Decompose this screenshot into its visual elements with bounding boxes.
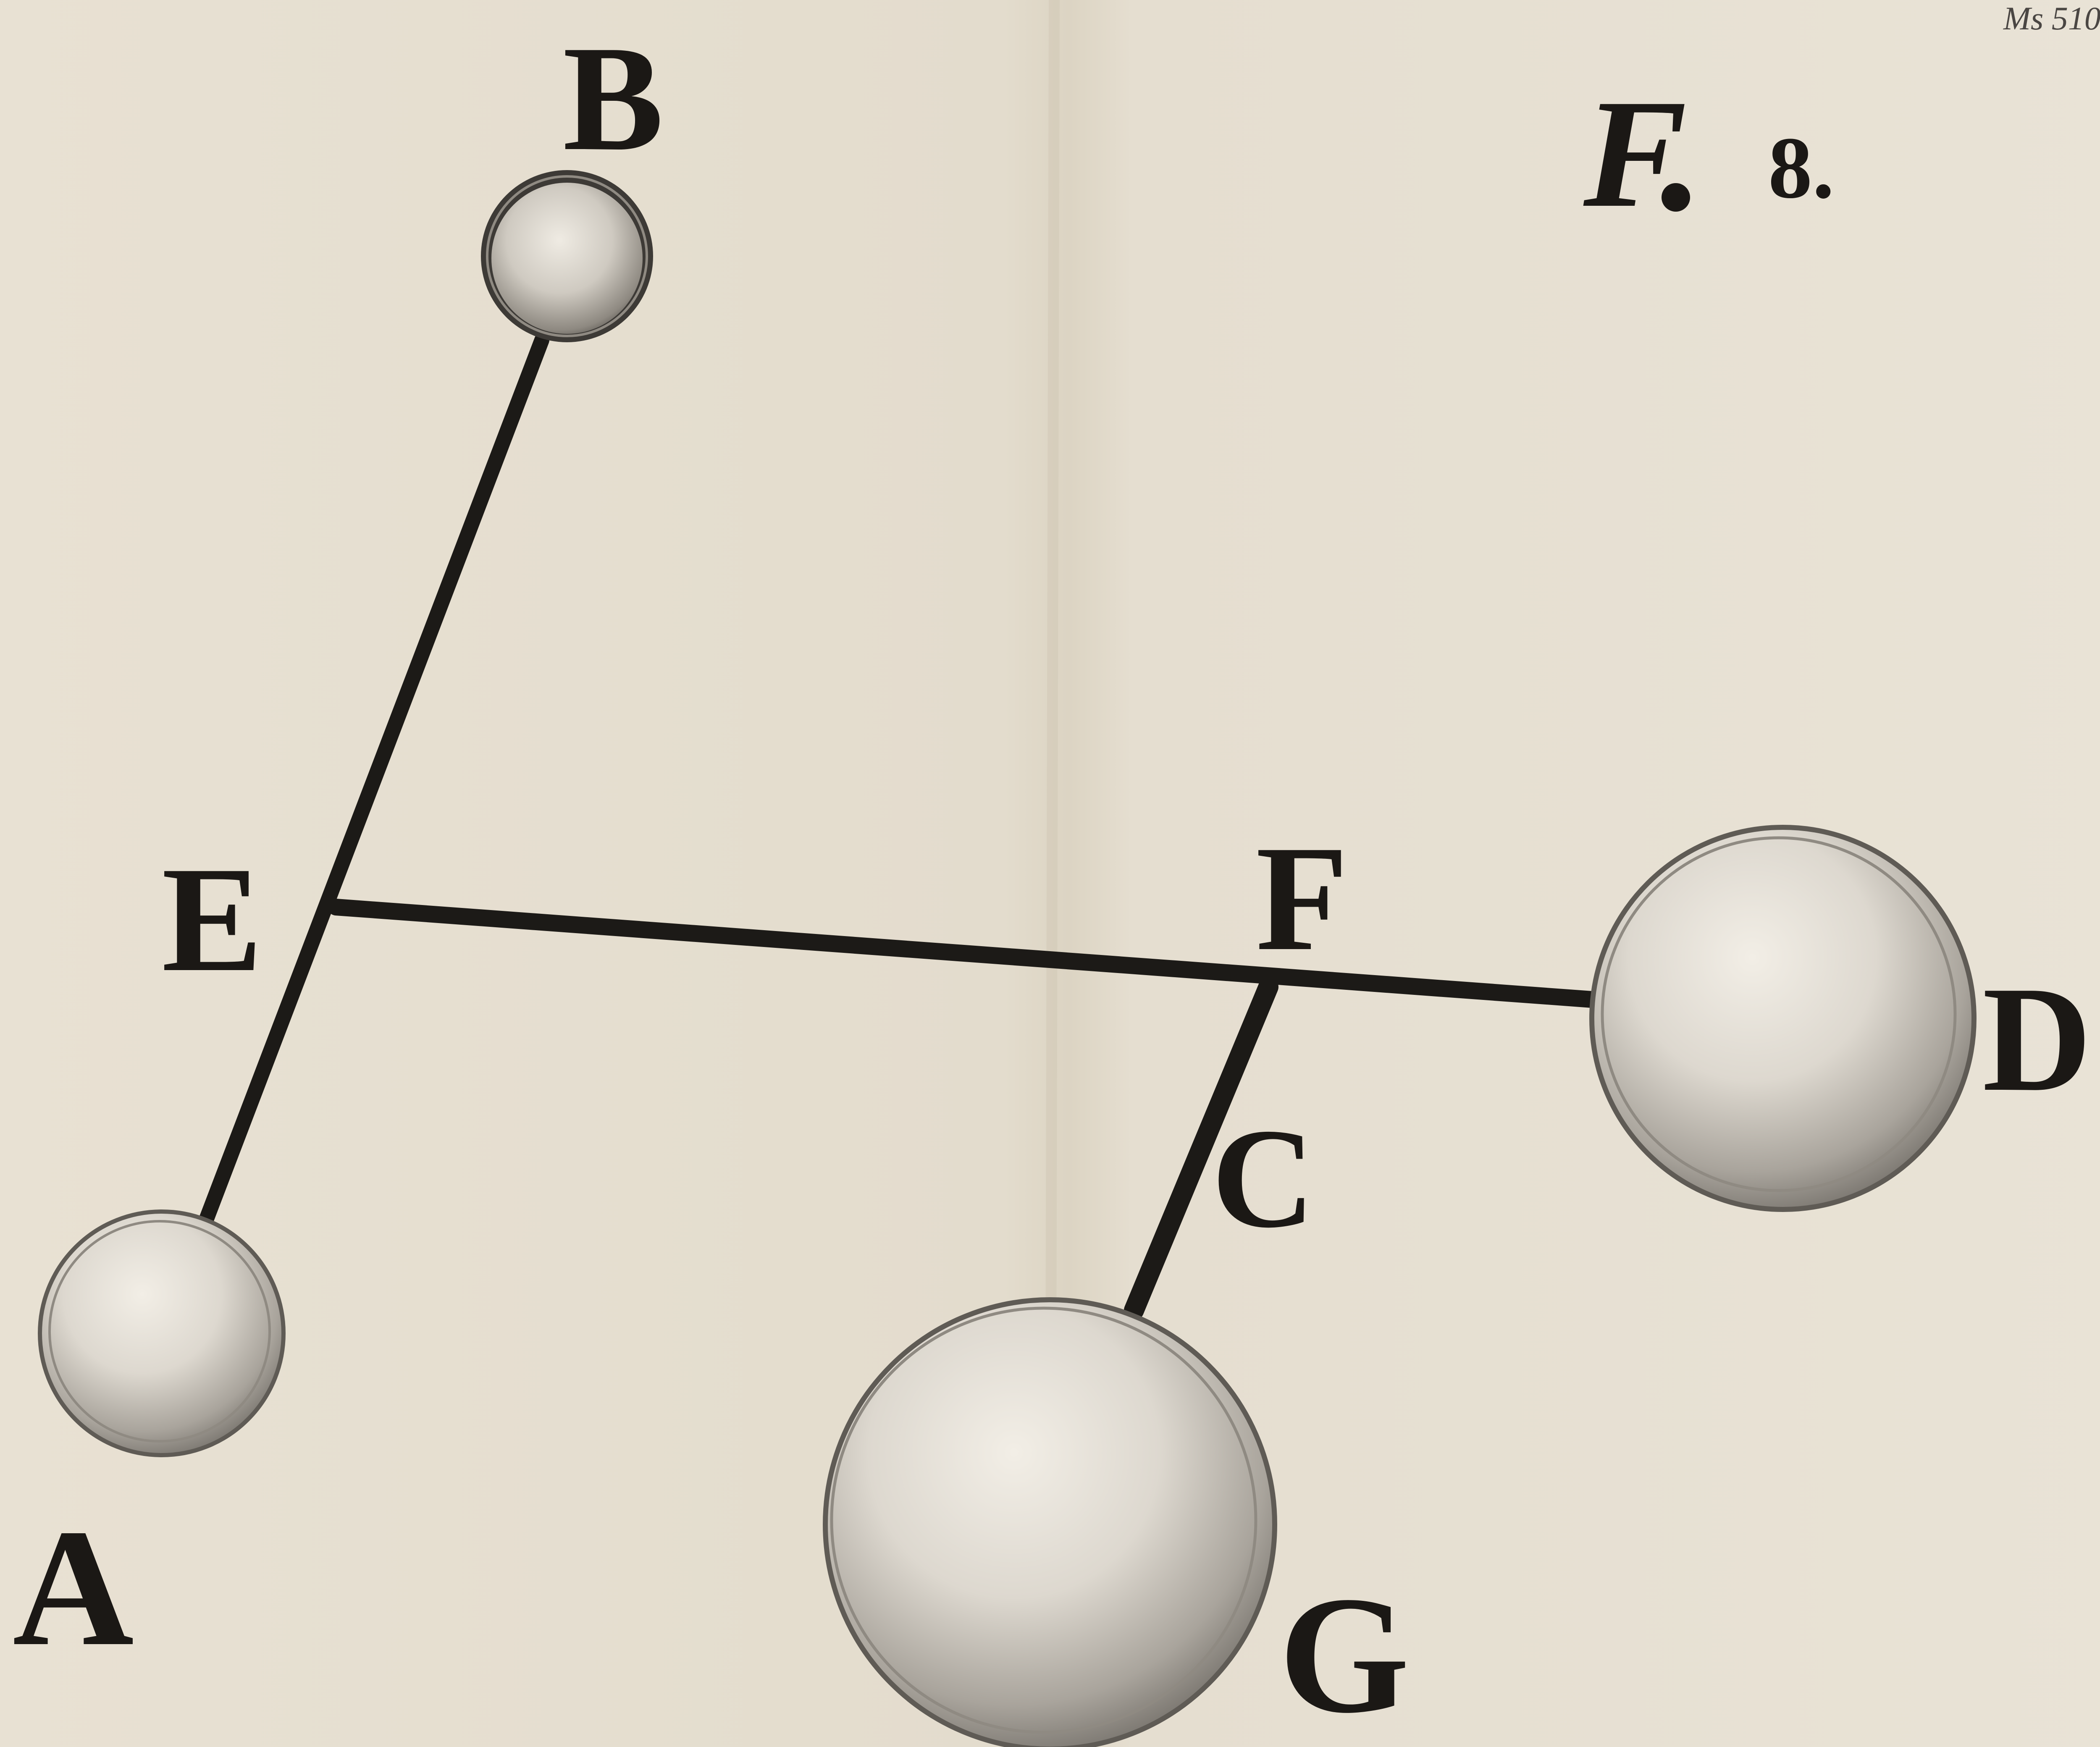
figure-title-letter: F <box>1581 68 1687 240</box>
sphere-d <box>1589 825 1977 1212</box>
shelfmark: Ms 5108/6 <box>2003 0 2100 37</box>
sphere-g <box>823 1297 1277 1747</box>
label-c: C <box>1212 1099 1315 1257</box>
rod-a-b <box>196 333 549 1234</box>
label-g: G <box>1279 1562 1410 1747</box>
figure-title-number: 8. <box>1768 119 1835 217</box>
sphere-b <box>481 170 653 342</box>
label-d: D <box>1982 955 2092 1123</box>
rod-e-d <box>328 899 1600 1008</box>
label-f: F <box>1256 814 1348 982</box>
label-a: A <box>13 1495 134 1681</box>
figure-title-dot <box>1662 183 1690 212</box>
label-b: B <box>563 14 664 182</box>
label-e: E <box>162 835 262 1003</box>
sphere-a <box>38 1209 286 1457</box>
rod-f-g <box>1124 977 1278 1320</box>
